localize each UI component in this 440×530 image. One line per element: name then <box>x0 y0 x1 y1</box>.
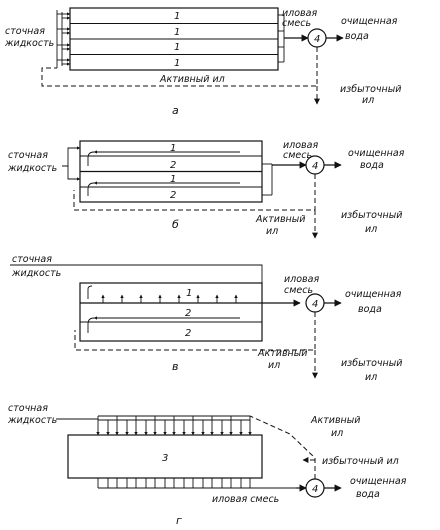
wastewater-label: сточная <box>8 403 48 414</box>
outlet-pipes-d <box>97 478 307 492</box>
corridor-label: 1 <box>186 288 192 299</box>
return-sludge-line-b <box>73 174 316 211</box>
return-sludge-label: ил <box>268 360 280 371</box>
treated-water-label: очищенная <box>341 16 398 27</box>
excess-sludge-label: избыточный ил <box>322 456 399 467</box>
treated-water-label: очищенная <box>350 476 407 487</box>
scheme-caption: в <box>172 360 178 373</box>
treated-water-label: вода <box>345 31 369 42</box>
outlet-pipes-a <box>278 14 309 63</box>
return-sludge-label: Активный <box>310 415 360 426</box>
scheme-a: 1 1 1 1 сточная жидкость иловая <box>4 7 401 117</box>
corridor-label: 1 <box>174 27 180 38</box>
return-sludge-label: Активный <box>257 348 307 359</box>
corridor-label: 1 <box>174 42 180 53</box>
excess-sludge-label: избыточный <box>341 210 402 221</box>
mixed-liquor-label: смесь <box>283 150 312 161</box>
corridor-label: 2 <box>185 328 191 339</box>
scheme-b: 1 2 1 2 сточная жидкость иловая смесь 4 … <box>7 140 405 239</box>
treated-water-label: вода <box>356 489 380 500</box>
aerotank-c <box>79 282 263 342</box>
excess-sludge-label: ил <box>365 224 377 235</box>
wastewater-label: жидкость <box>7 163 57 174</box>
treated-water-label: вода <box>358 304 382 315</box>
return-sludge-label: ил <box>331 428 343 439</box>
mixed-liquor-label: смесь <box>282 18 311 29</box>
step-feed-arrows <box>101 294 238 303</box>
return-sludge-line-d <box>249 415 316 479</box>
return-sludge-line-c <box>74 312 316 351</box>
excess-sludge-label: избыточный <box>340 84 401 95</box>
return-sludge-label: Активный <box>255 214 305 225</box>
corridor-label: 2 <box>170 190 176 201</box>
corridor-label: 1 <box>174 11 180 22</box>
clarifier-label: 4 <box>312 299 318 310</box>
mixed-liquor-label: иловая <box>284 274 319 285</box>
treated-water-label: очищенная <box>348 148 405 159</box>
wastewater-label: жидкость <box>7 415 57 426</box>
scheme-caption: б <box>172 218 179 231</box>
corridor-label: 2 <box>170 160 176 171</box>
wastewater-label: сточная <box>5 26 45 37</box>
clarifier-label: 4 <box>314 34 320 45</box>
feed-manifold-d <box>96 415 252 436</box>
treated-water-label: очищенная <box>345 289 402 300</box>
wastewater-label: сточная <box>8 150 48 161</box>
mixed-liquor-label: иловая смесь <box>212 494 279 505</box>
wastewater-label: жидкость <box>11 268 61 279</box>
corridor-label: 1 <box>170 174 176 185</box>
corridor-label: 1 <box>174 58 180 69</box>
mixed-liquor-label: иловая <box>283 140 318 151</box>
scheme-c: сточная жидкость 1 2 2 иловая смесь 4 оч… <box>10 254 402 383</box>
excess-sludge-label: ил <box>362 95 374 106</box>
return-sludge-label: Активный ил <box>159 74 225 85</box>
return-sludge-label: ил <box>266 226 278 237</box>
scheme-caption: а <box>172 104 179 117</box>
scheme-d: сточная жидкость 3 иловая смесь <box>7 403 407 527</box>
clarifier-label: 4 <box>312 484 318 495</box>
mixed-liquor-label: иловая <box>282 8 317 19</box>
scheme-caption: г <box>176 514 182 527</box>
corridor-label: 1 <box>170 143 176 154</box>
mixed-liquor-label: смесь <box>284 285 313 296</box>
wastewater-label: жидкость <box>4 38 54 49</box>
clarifier-label: 4 <box>312 161 318 172</box>
tank-number-label: 3 <box>162 453 168 464</box>
treated-water-label: вода <box>360 160 384 171</box>
return-sludge-line-a <box>41 47 318 87</box>
corridor-label: 2 <box>185 308 191 319</box>
excess-sludge-label: ил <box>365 372 377 383</box>
inlet-pipes-a <box>56 10 71 68</box>
wastewater-label: сточная <box>12 254 52 265</box>
excess-sludge-label: избыточный <box>341 358 402 369</box>
